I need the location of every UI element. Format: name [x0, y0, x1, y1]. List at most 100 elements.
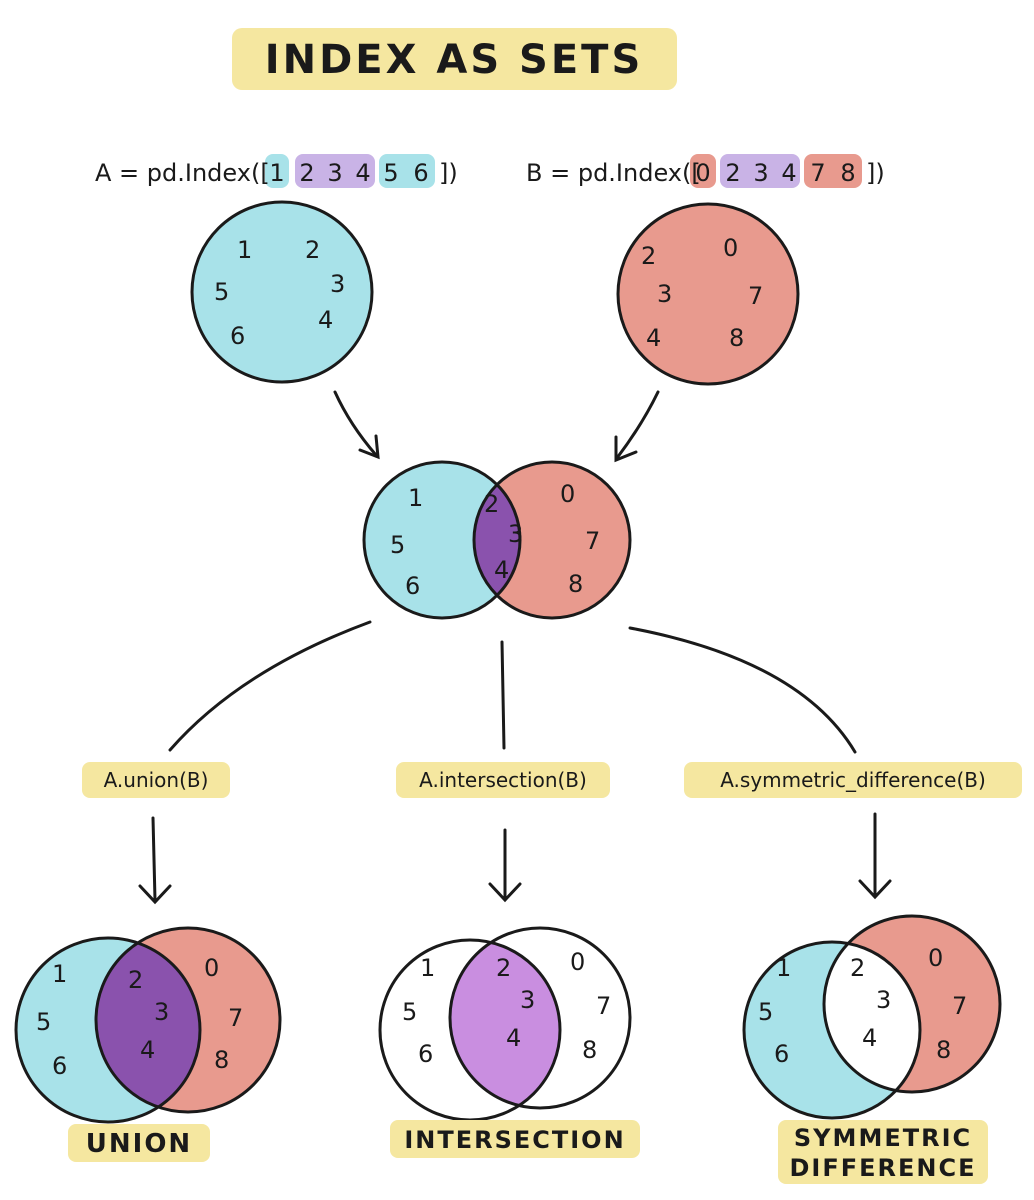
definition-a-item: 5 — [383, 159, 398, 187]
union-element: 5 — [36, 1008, 51, 1036]
symdiff-element: 3 — [876, 986, 891, 1014]
set-a-element: 2 — [305, 236, 320, 264]
definition-b-item: 3 — [753, 159, 768, 187]
caption-union-highlight — [68, 1124, 210, 1162]
set-a-element: 4 — [318, 306, 333, 334]
caption-union: UNION — [86, 1129, 192, 1159]
intersection-element: 5 — [402, 998, 417, 1026]
definition-a-item: 4 — [355, 159, 370, 187]
symdiff-element: 7 — [952, 992, 967, 1020]
combined-element: 7 — [585, 527, 600, 555]
op-intersection-code: A.intersection(B) — [419, 768, 587, 792]
symdiff-overlap-fill — [824, 942, 920, 1092]
intersection-element: 6 — [418, 1040, 433, 1068]
symdiff-b-outline — [822, 914, 1002, 1094]
symdiff-element: 5 — [758, 998, 773, 1026]
set-a-element: 1 — [237, 236, 252, 264]
combined-venn: 1 2 3 4 5 6 0 7 8 — [362, 460, 632, 620]
definition-a-item: 2 — [299, 159, 314, 187]
definition-a-item: 3 — [327, 159, 342, 187]
set-b-element: 3 — [657, 280, 672, 308]
intersection-element: 7 — [596, 992, 611, 1020]
set-a-circle: 1 2 3 4 5 6 — [190, 200, 374, 384]
caption-symdiff-line1: SYMMETRIC — [794, 1124, 972, 1152]
set-a-element: 6 — [230, 322, 245, 350]
intersection-element: 4 — [506, 1024, 521, 1052]
branch-symmetric-difference — [628, 626, 857, 754]
set-b-circle: 0 2 3 4 7 8 — [616, 202, 800, 386]
intersection-element: 1 — [420, 954, 435, 982]
combined-element: 4 — [494, 556, 509, 584]
definition-b-item: 2 — [725, 159, 740, 187]
highlight-a-234 — [295, 154, 375, 188]
intersection-b-outline — [448, 926, 632, 1110]
branch-intersection — [500, 640, 506, 750]
definition-b-item: 0 — [695, 159, 710, 187]
combined-element: 5 — [390, 531, 405, 559]
combined-b-outline — [472, 460, 632, 620]
definition-b-prefix: B = pd.Index([ — [526, 159, 701, 187]
highlight-a-1 — [265, 154, 289, 188]
definition-a-prefix: A = pd.Index([ — [95, 159, 270, 187]
intersection-element: 3 — [520, 986, 535, 1014]
definition-b: B = pd.Index([ 0 2 3 4 7 8 ]) — [526, 154, 885, 188]
highlight-b-78 — [804, 154, 862, 188]
caption-symdiff-highlight — [778, 1120, 988, 1184]
symdiff-element: 1 — [776, 954, 791, 982]
set-b-shape — [616, 202, 800, 386]
set-a-element: 5 — [214, 278, 229, 306]
union-element: 1 — [52, 960, 67, 988]
intersection-venn: 1 2 3 4 5 6 0 7 8 — [378, 926, 632, 1122]
arrow-a-head — [358, 434, 380, 460]
symdiff-element: 4 — [862, 1024, 877, 1052]
union-overlap-fill — [96, 938, 200, 1112]
set-b-element: 0 — [723, 234, 738, 262]
definition-b-item: 8 — [840, 159, 855, 187]
combined-element: 1 — [408, 484, 423, 512]
union-element: 6 — [52, 1052, 67, 1080]
union-element: 4 — [140, 1036, 155, 1064]
set-b-element: 8 — [729, 324, 744, 352]
arrow-down-union-head — [138, 884, 172, 905]
combined-element: 6 — [405, 572, 420, 600]
op-union-code: A.union(B) — [104, 768, 209, 792]
combined-element: 2 — [484, 490, 499, 518]
union-element: 2 — [128, 966, 143, 994]
set-b-element: 2 — [641, 242, 656, 270]
set-a-shape — [190, 200, 374, 384]
definition-b-item: 4 — [781, 159, 796, 187]
branch-union — [168, 620, 372, 752]
caption-symdiff-line2: DIFFERENCE — [789, 1154, 976, 1182]
set-b-element: 4 — [646, 324, 661, 352]
op-intersection-highlight — [396, 762, 610, 798]
combined-b-fill — [474, 462, 630, 618]
symdiff-element: 6 — [774, 1040, 789, 1068]
page-title: INDEX AS SETS — [265, 37, 644, 83]
arrow-down-symdiff-head — [858, 879, 892, 900]
symdiff-a-outline — [742, 940, 922, 1120]
title-highlight — [232, 28, 677, 90]
arrow-a-to-combined — [333, 390, 378, 457]
union-b-outline — [94, 926, 282, 1114]
set-b-element: 7 — [748, 282, 763, 310]
highlight-a-56 — [379, 154, 435, 188]
symdiff-element: 8 — [936, 1036, 951, 1064]
highlight-b-0 — [690, 154, 716, 188]
intersection-element: 0 — [570, 948, 585, 976]
arrow-b-to-combined — [615, 390, 660, 460]
combined-a-fill — [364, 462, 520, 618]
arrow-down-intersection-head — [488, 882, 522, 903]
union-element: 0 — [204, 954, 219, 982]
intersection-overlap-fill — [450, 940, 560, 1108]
definition-a: A = pd.Index([ 1 2 3 4 5 6 ]) — [95, 154, 458, 188]
symdiff-element: 0 — [928, 944, 943, 972]
caption-intersection-highlight — [390, 1120, 640, 1158]
arrow-b-head — [614, 435, 638, 463]
union-a-outline — [14, 936, 202, 1124]
arrow-down-union — [151, 816, 157, 902]
intersection-element: 8 — [582, 1036, 597, 1064]
symdiff-element: 2 — [850, 954, 865, 982]
intersection-element: 2 — [496, 954, 511, 982]
highlight-b-234 — [720, 154, 800, 188]
